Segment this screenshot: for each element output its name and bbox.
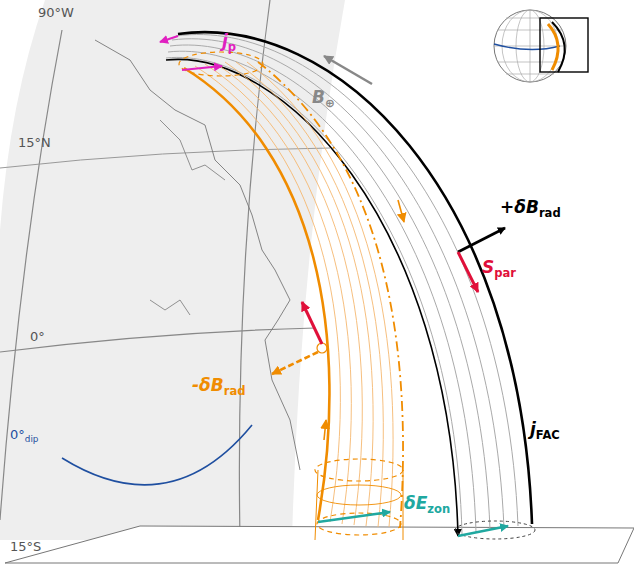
symbol-subscript: FAC [536,428,560,442]
orange-flux-tube [179,52,404,540]
bottom-plane [5,526,634,563]
symbol-main: δE [404,493,427,513]
symbol-main: j [222,31,228,51]
symbol-subscript: zon [427,502,450,516]
symbol-main: -δB [192,375,224,395]
dip-equator-label: 0°dip [10,428,38,445]
symbol-subscript: dip [25,434,39,444]
current-label: jp [222,32,236,54]
field-perturbation-label: -δBrad [192,376,245,398]
black-flux-tube [166,32,535,539]
symbol-subscript: rad [539,206,561,220]
symbol-main: j [530,419,536,439]
symbol-subscript: p [228,40,236,54]
symbol-main: +δB [500,197,539,217]
latitude-label: 15°N [18,136,51,150]
vector-arrows [160,36,508,536]
symbol-main: 0° [10,427,25,442]
symbol-main: B [312,87,325,107]
field-perturbation-label: +δBrad [500,198,561,220]
poynting-flux-label: Spar [482,258,516,280]
current-label: jFAC [530,420,560,442]
symbol-subscript: par [494,266,516,280]
longitude-label: 90°W [38,6,74,20]
symbol-subscript: rad [224,384,246,398]
latitude-label: 15°S [10,540,41,554]
symbol-main: S [482,257,494,277]
inset-globe [494,10,588,82]
field-label: B⊕ [312,88,335,110]
symbol-subscript: ⊕ [325,96,335,110]
latitude-label: 0° [30,330,45,344]
electric-field-label: δEzon [404,494,450,516]
